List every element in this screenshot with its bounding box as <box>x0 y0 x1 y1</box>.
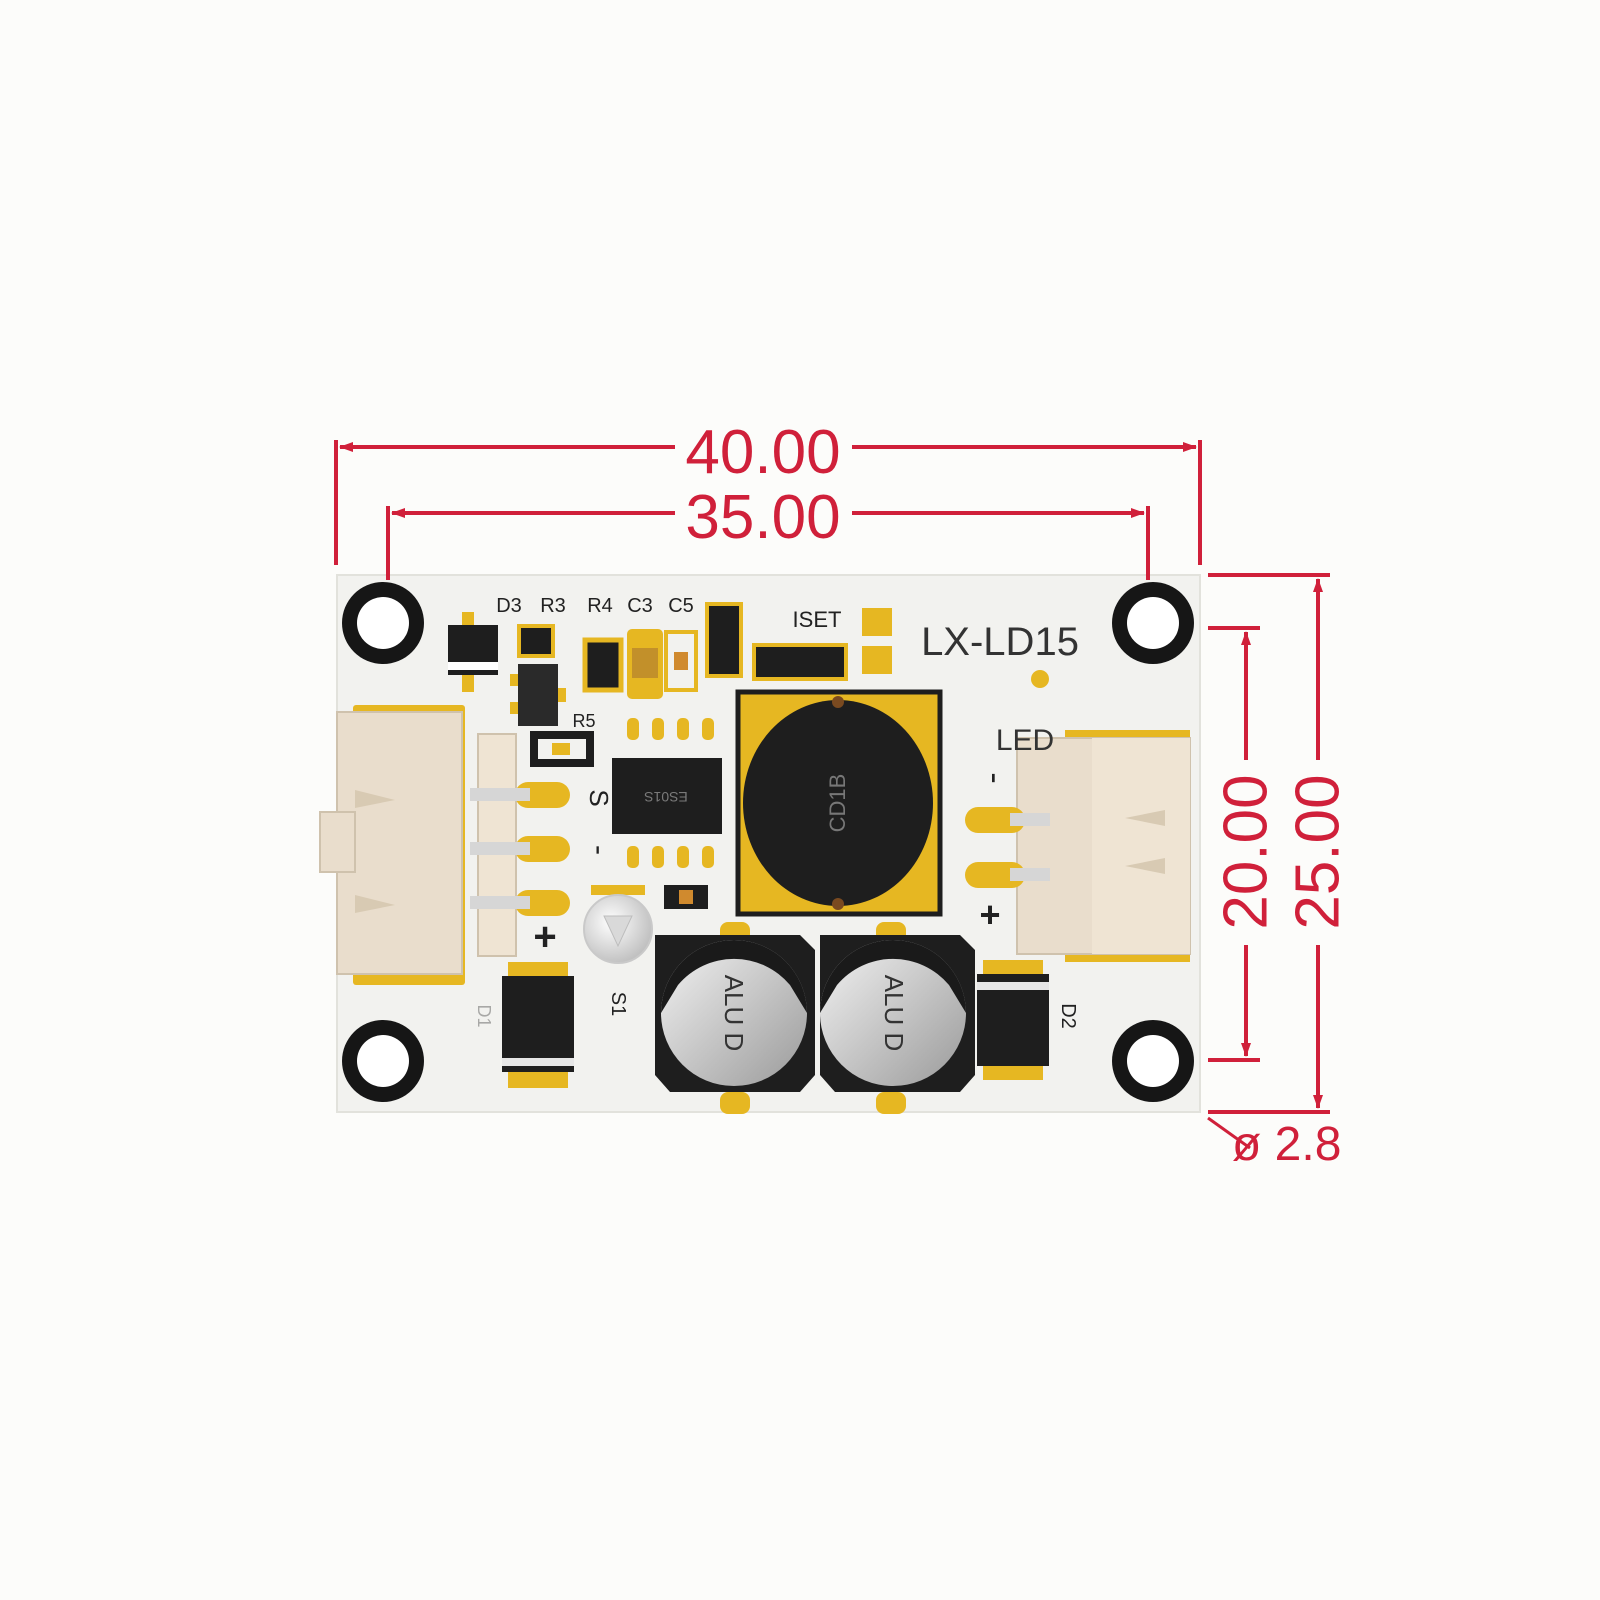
capacitor-right: ALU D <box>820 922 975 1114</box>
label-s: S <box>584 789 614 806</box>
board-dot <box>1031 670 1049 688</box>
capacitor-left-marking: ALU D <box>719 975 749 1052</box>
label-d1: D1 <box>474 1004 494 1027</box>
label-plus-left: + <box>533 915 556 959</box>
pcb-board: S - + <box>319 574 1201 1114</box>
label-plus-right: + <box>979 894 1000 935</box>
label-d3: D3 <box>496 595 522 617</box>
label-s1: S1 <box>607 992 629 1016</box>
label-iset: ISET <box>793 607 842 632</box>
label-r3: R3 <box>540 595 566 617</box>
dim-hole-diameter: ø 2.8 <box>1232 1118 1341 1171</box>
label-c5: C5 <box>668 595 694 617</box>
label-r5: R5 <box>572 711 595 731</box>
resistor-r4 <box>582 637 624 693</box>
capacitor-right-marking: ALU D <box>879 975 909 1052</box>
capacitor-c5 <box>664 630 698 692</box>
ic-marking: ES01S <box>644 789 688 805</box>
label-c3: C3 <box>627 595 653 617</box>
dimension-lines <box>334 440 1330 1150</box>
transistor-q1 <box>518 664 558 726</box>
mounting-hole-bottom-left <box>342 1020 424 1102</box>
component-top-center <box>705 602 743 678</box>
label-minus-right: - <box>976 772 1014 783</box>
dim-hole-spacing-y: 20.00 <box>1212 774 1281 929</box>
potentiometer-s1 <box>583 885 653 964</box>
diode-d2 <box>977 960 1049 1080</box>
dimension-labels: 40.00 35.00 20.00 25.00 ø 2.8 <box>685 418 1352 1171</box>
capacitor-left: ALU D <box>655 922 815 1114</box>
label-r4: R4 <box>587 595 613 617</box>
mounting-hole-bottom-right <box>1112 1020 1194 1102</box>
mounting-hole-top-left <box>342 582 424 664</box>
mounting-hole-top-right <box>1112 582 1194 664</box>
resistor-r3 <box>517 624 555 658</box>
dim-overall-width: 40.00 <box>685 418 840 487</box>
input-connector <box>319 705 570 985</box>
inductor: CD1B <box>735 689 943 917</box>
led-connector <box>965 730 1191 962</box>
model-label: LX-LD15 <box>921 620 1079 664</box>
input-pins <box>470 782 570 916</box>
led-pins <box>965 807 1050 888</box>
ic-u1: ES01S <box>612 718 722 868</box>
dim-overall-height: 25.00 <box>1284 774 1353 929</box>
diode-d1 <box>502 962 574 1088</box>
label-minus-left: - <box>583 845 616 855</box>
diode-d3 <box>448 612 498 692</box>
inductor-marking: CD1B <box>825 774 850 833</box>
resistor-iset <box>752 643 848 681</box>
label-d2: D2 <box>1057 1003 1079 1029</box>
dim-hole-spacing-x: 35.00 <box>685 483 840 552</box>
label-led: LED <box>996 724 1054 757</box>
